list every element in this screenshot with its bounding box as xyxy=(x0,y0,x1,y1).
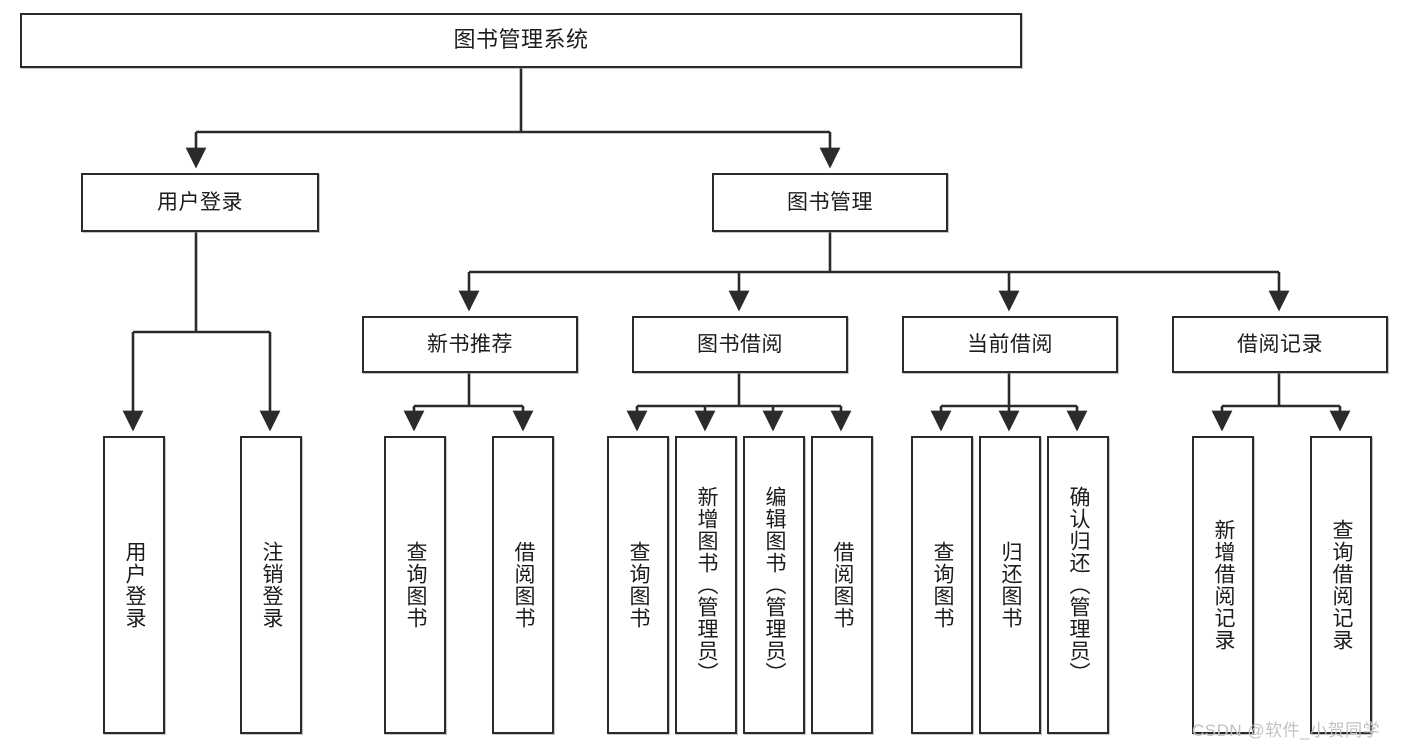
node-label: 确认归还（管理员） xyxy=(1067,486,1091,684)
node-label: 查询图书 xyxy=(404,541,428,629)
leaf-user-login-signout[interactable]: 注销登录 xyxy=(240,436,302,734)
leaf-recommend-query-book[interactable]: 查询图书 xyxy=(384,436,446,734)
node-label: 查询图书 xyxy=(627,541,651,629)
leaf-user-login-signin[interactable]: 用户登录 xyxy=(103,436,165,734)
node-new-book-recommend[interactable]: 新书推荐 xyxy=(362,316,578,373)
watermark: CSDN @软件_小贺同学 xyxy=(1192,721,1381,740)
node-book-management[interactable]: 图书管理 xyxy=(712,173,948,232)
node-book-borrow[interactable]: 图书借阅 xyxy=(632,316,848,373)
leaf-record-query-record[interactable]: 查询借阅记录 xyxy=(1310,436,1372,734)
node-root-system[interactable]: 图书管理系统 xyxy=(20,13,1022,68)
node-label: 新增借阅记录 xyxy=(1212,519,1236,651)
node-label: 新增图书（管理员） xyxy=(695,486,719,684)
leaf-current-return-book[interactable]: 归还图书 xyxy=(979,436,1041,734)
leaf-recommend-borrow-book[interactable]: 借阅图书 xyxy=(492,436,554,734)
node-user-login[interactable]: 用户登录 xyxy=(81,173,319,232)
leaf-borrow-query-book[interactable]: 查询图书 xyxy=(607,436,669,734)
leaf-borrow-add-book[interactable]: 新增图书（管理员） xyxy=(675,436,737,734)
node-label: 编辑图书（管理员） xyxy=(763,486,787,684)
node-borrow-record[interactable]: 借阅记录 xyxy=(1172,316,1388,373)
node-label: 用户登录 xyxy=(157,190,243,214)
node-label: 图书管理 xyxy=(787,190,873,214)
node-label: 查询图书 xyxy=(931,541,955,629)
node-label: 图书管理系统 xyxy=(453,27,589,53)
node-label: 注销登录 xyxy=(260,541,284,629)
leaf-record-add-record[interactable]: 新增借阅记录 xyxy=(1192,436,1254,734)
leaf-borrow-edit-book[interactable]: 编辑图书（管理员） xyxy=(743,436,805,734)
node-current-borrow[interactable]: 当前借阅 xyxy=(902,316,1118,373)
leaf-borrow-borrow-book[interactable]: 借阅图书 xyxy=(811,436,873,734)
leaf-current-query-book[interactable]: 查询图书 xyxy=(911,436,973,734)
node-label: 查询借阅记录 xyxy=(1330,519,1354,651)
node-label: 借阅图书 xyxy=(512,541,536,629)
node-label: 当前借阅 xyxy=(967,332,1053,356)
node-label: 新书推荐 xyxy=(427,332,513,356)
leaf-current-confirm-return[interactable]: 确认归还（管理员） xyxy=(1047,436,1109,734)
node-label: 用户登录 xyxy=(123,541,147,629)
node-label: 归还图书 xyxy=(999,541,1023,629)
node-label: 借阅图书 xyxy=(831,541,855,629)
node-label: 借阅记录 xyxy=(1237,332,1323,356)
node-label: 图书借阅 xyxy=(697,332,783,356)
